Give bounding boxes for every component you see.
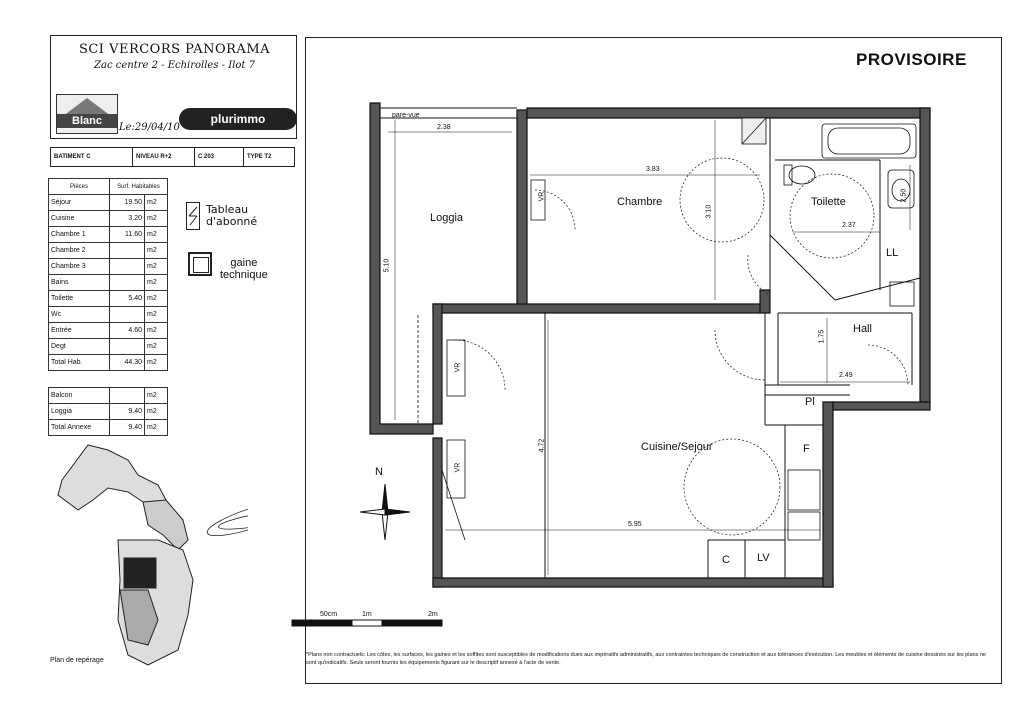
legend-tableau-label: Tableau d'abonné	[206, 203, 258, 228]
fixture-label-ll: LL	[886, 247, 899, 259]
scale-bar	[291, 619, 443, 627]
plan-date: Le:29/04/10	[119, 122, 180, 133]
fixture-label-lv: LV	[757, 552, 770, 564]
site-location-map	[57, 444, 248, 666]
title-block: SCI VERCORS PANORAMA Zac centre 2 - Echi…	[50, 35, 297, 139]
scale-label: 1m	[362, 611, 372, 618]
fixture-label-f: F	[803, 443, 810, 455]
plurimmo-logo: plurimmo	[179, 108, 297, 130]
room-label-toilette: Toilette	[811, 196, 846, 208]
dim-toilette-height: 2.50	[900, 188, 908, 203]
vr-label-sejour-1: VR	[454, 362, 462, 373]
lot-cell: C 203	[195, 148, 244, 166]
plan-frame	[305, 37, 1002, 684]
dimension-lines	[388, 120, 911, 575]
room-label-cuisine-sejour: Cuisine/Sejour	[641, 441, 713, 453]
vr-label-chambre: VR	[538, 191, 546, 202]
gaine-technique-icon	[188, 252, 212, 276]
unit-cell: m2	[144, 419, 168, 436]
provisoire-stamp: PROVISOIRE	[856, 50, 967, 69]
partitions	[380, 107, 921, 578]
project-subtitle: Zac centre 2 - Echirolles - Ilot 7	[94, 60, 255, 71]
batiment-cell: BATIMENT C	[51, 148, 133, 166]
room-label-hall: Hall	[853, 323, 872, 335]
unit-cell: m2	[144, 210, 168, 227]
compass-icon	[359, 483, 411, 541]
walls	[369, 102, 931, 588]
dim-hall-width: 2.49	[839, 372, 853, 379]
dim-sejour-height: 4.72	[538, 438, 546, 453]
door-swings	[454, 157, 909, 536]
pare-vue-label: pare-vue	[392, 112, 420, 119]
tableau-abonne-icon	[186, 202, 200, 230]
vr-label-sejour-2: VR	[454, 462, 462, 473]
type-cell: TYPE T2	[247, 154, 272, 160]
room-label-chambre: Chambre	[617, 196, 663, 208]
blanc-logo-text: Blanc	[57, 114, 117, 128]
dim-chambre-height: 3.10	[705, 204, 713, 219]
unit-cell: m2	[144, 258, 168, 275]
dim-loggia-width: 2.38	[437, 124, 451, 131]
unit-cell: m2	[144, 194, 168, 211]
table-header-row: Pièces Surf. Habitables	[48, 178, 168, 195]
dim-sejour-width: 5.95	[628, 521, 642, 528]
sitemap-caption: Plan de repérage	[50, 657, 104, 664]
scale-label: 2m	[428, 611, 438, 618]
lot-info-bar: BATIMENT C NIVEAU R+2 C 203 TYPE T2	[50, 147, 295, 167]
dim-loggia-height: 5.10	[383, 258, 391, 273]
fixture-label-pl: Pl	[805, 396, 815, 408]
legend-gaine-label: gaine technique	[220, 257, 268, 281]
window-marks	[417, 179, 546, 541]
compass-north-label: N	[375, 466, 383, 478]
dim-chambre-width: 3.83	[646, 166, 660, 173]
unit-cell: m2	[144, 354, 168, 371]
room-label-loggia: Loggia	[430, 212, 464, 224]
scale-label: 50cm	[320, 611, 338, 618]
dim-toilette-width: 2.37	[842, 222, 856, 229]
disclaimer-text: *Plans non contractuels: Les côtes, les …	[306, 652, 986, 666]
fixture-label-c: C	[722, 554, 730, 566]
project-title: SCI VERCORS PANORAMA	[78, 42, 271, 57]
blanc-logo: Blanc	[56, 94, 118, 134]
area-value-cell: 44.30	[109, 354, 145, 371]
dim-hall-height: 1.75	[818, 329, 826, 344]
niveau-cell: NIVEAU R+2	[133, 148, 195, 166]
